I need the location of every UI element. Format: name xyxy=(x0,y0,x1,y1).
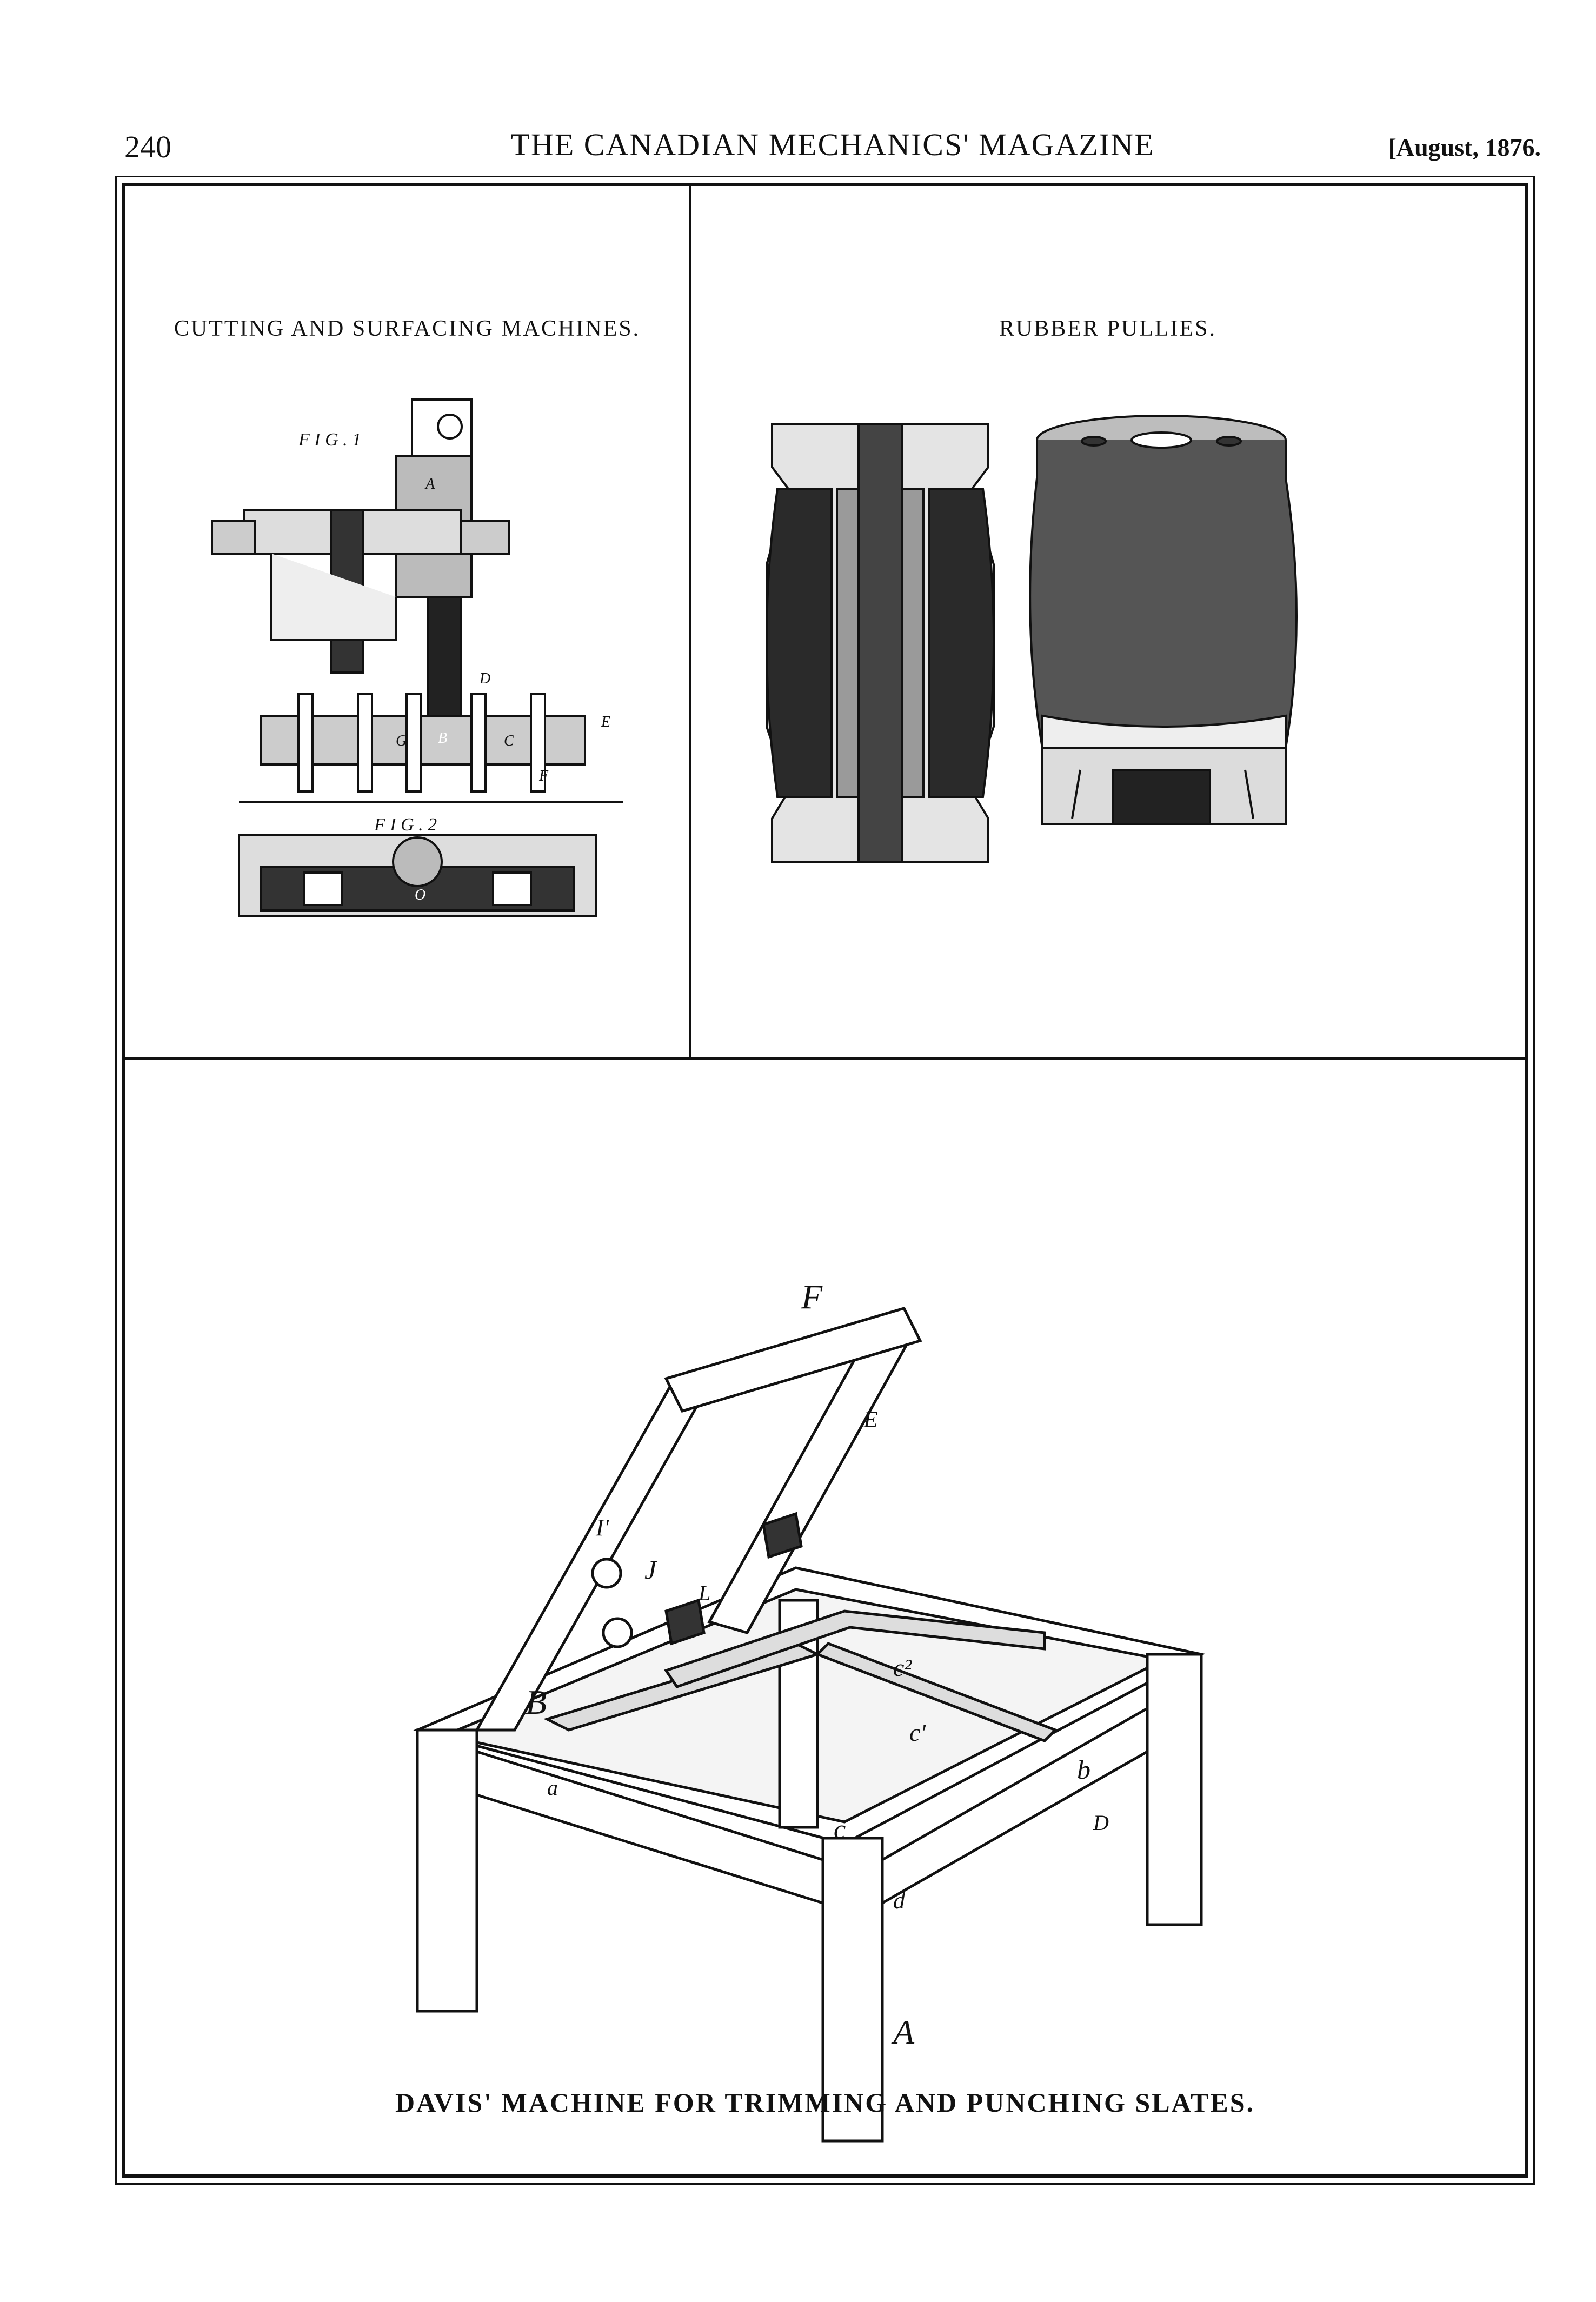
label-slate-b: b xyxy=(1077,1754,1090,1785)
label-slate-d: d xyxy=(893,1887,906,1914)
page-number: 240 xyxy=(124,129,171,164)
fig1-label: F I G . 1 xyxy=(298,430,361,450)
cutting-machine-engraving: F I G . 1 F I G . 2 A B C D E F G N O xyxy=(211,398,623,917)
label-cutting-A: A xyxy=(424,476,435,493)
label-slate-E: E xyxy=(863,1406,878,1433)
issue-date: [August, 1876. xyxy=(1388,134,1541,161)
label-slate-c2: c² xyxy=(893,1654,912,1681)
label-slate-a: a xyxy=(547,1775,558,1800)
label-slate-F: F xyxy=(801,1278,823,1316)
label-cutting-C: C xyxy=(504,733,514,749)
slate-machine-caption: DAVIS' MACHINE FOR TRIMMING AND PUNCHING… xyxy=(395,2087,1255,2118)
panel-cutting-machines: CUTTING AND SURFACING MACHINES. xyxy=(125,186,691,1060)
panel-title-cutting: CUTTING AND SURFACING MACHINES. xyxy=(174,316,641,341)
label-slate-D: D xyxy=(1093,1811,1109,1835)
rubber-pulley-engraving xyxy=(766,415,1298,863)
label-slate-A: A xyxy=(891,2013,915,2051)
running-head: 240 THE CANADIAN MECHANICS' MAGAZINE [Au… xyxy=(124,123,1541,172)
label-slate-I-prime: I' xyxy=(595,1514,610,1541)
label-slate-c: c xyxy=(834,1814,846,1844)
panel-title-pullies: RUBBER PULLIES. xyxy=(999,316,1217,341)
label-slate-c-prime: c' xyxy=(909,1719,926,1746)
illustration-frame: CUTTING AND SURFACING MACHINES. xyxy=(115,176,1535,2185)
label-cutting-E: E xyxy=(601,714,610,730)
label-cutting-B: B xyxy=(438,730,447,747)
label-cutting-G: G xyxy=(396,733,407,749)
label-slate-L: L xyxy=(698,1581,710,1605)
label-cutting-N: N xyxy=(314,881,325,898)
slate-machine-engraving: F E B I' J L c² c' c a b d D A xyxy=(413,1278,1206,2143)
label-slate-J: J xyxy=(644,1554,658,1585)
panel-slate-machine: F E B I' J L c² c' c a b d D A DAVIS' MA… xyxy=(125,1060,1525,2174)
label-cutting-D: D xyxy=(479,670,490,687)
label-cutting-F: F xyxy=(538,768,549,784)
masthead-title: THE CANADIAN MECHANICS' MAGAZINE xyxy=(510,127,1155,162)
label-cutting-O: O xyxy=(415,887,425,903)
panel-rubber-pullies: RUBBER PULLIES. xyxy=(691,186,1525,1060)
label-slate-B: B xyxy=(526,1683,547,1721)
fig2-label: F I G . 2 xyxy=(374,815,437,835)
